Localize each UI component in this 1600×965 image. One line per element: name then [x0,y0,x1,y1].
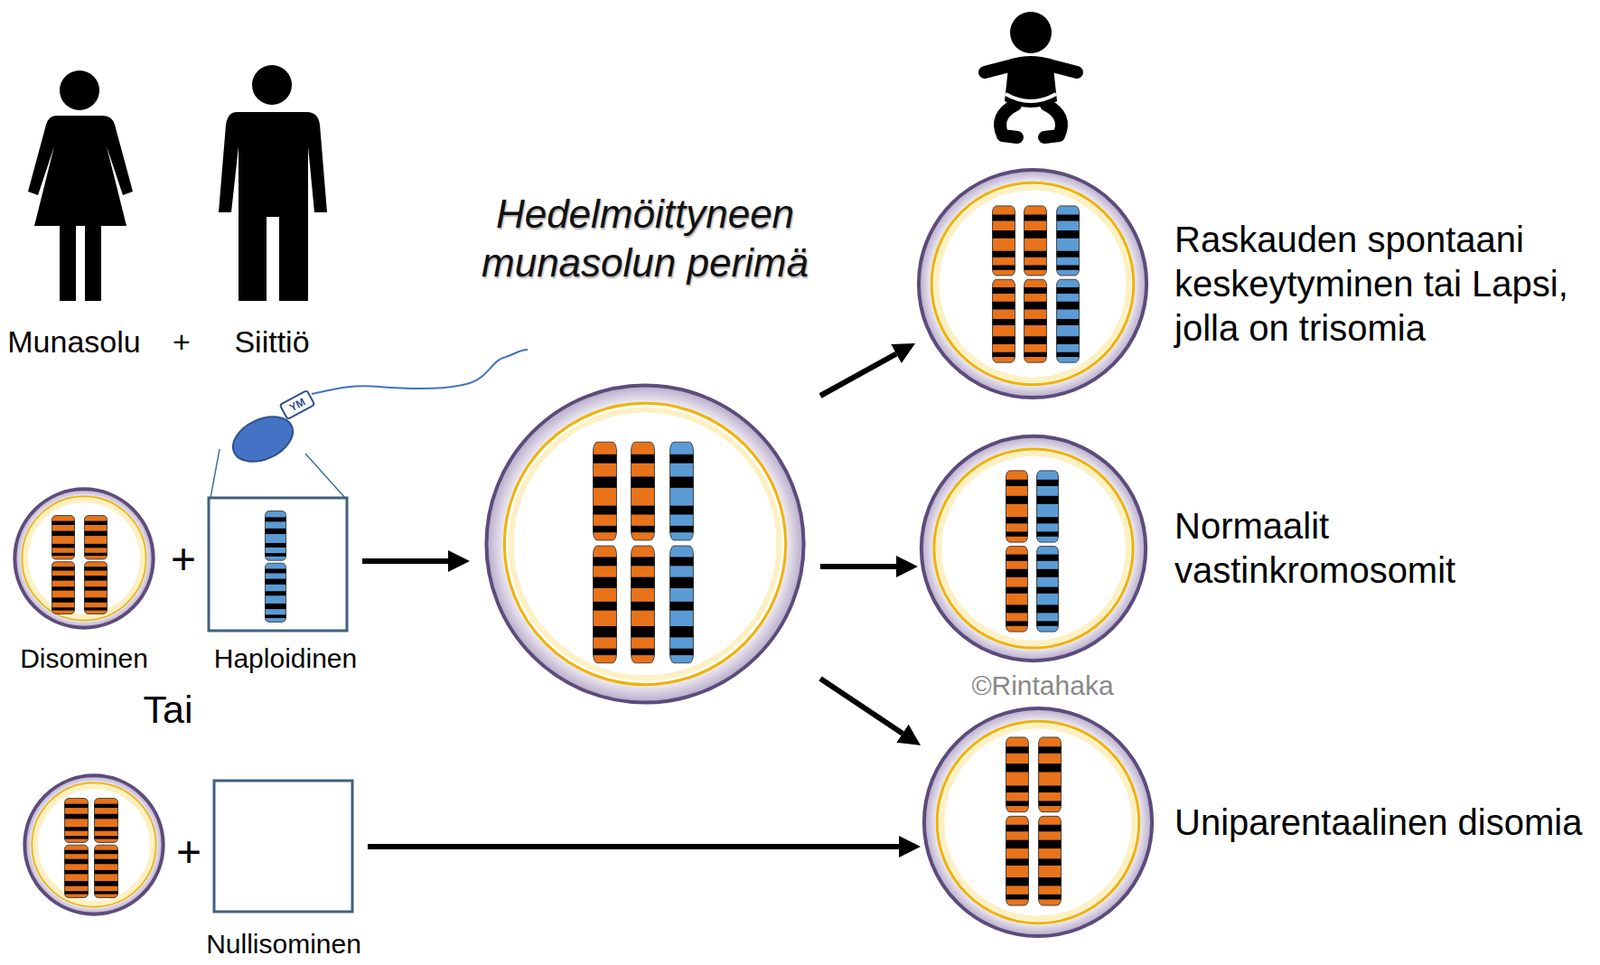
label-holder: YM [287,395,308,415]
baby-head [1010,11,1052,54]
arrow-connector [362,558,449,564]
baby-diaper [1005,93,1057,102]
or-word: Tai [143,685,194,733]
paternal-chromosome [1037,470,1059,632]
nullisomic-box: Nullisominen [199,780,368,961]
plus-sign: + [170,533,197,586]
cell-name: Munasolu [7,323,141,361]
maternal-chromosome [84,515,108,615]
cell-label: Uniparentaalinen disomia [1174,800,1592,845]
normal-cell: Normaalit vastinkromosomit [917,432,1592,665]
cell-label: Raskauden spontaani keskeytyminen tai La… [1174,217,1592,351]
upd-cell: Uniparentaalinen disomia [920,704,1592,940]
copyright-note: ©Rintahaka [971,669,1114,702]
label-holder: + [176,825,202,879]
paternal-chromosome [1057,205,1080,363]
plus-sign: + [176,825,202,879]
disomic-cell: Disominen [12,486,156,675]
maternal-chromosome [1006,737,1030,906]
cell-label: Nullisominen [205,927,362,961]
maternal-chromosome [593,441,618,664]
label-holder: + [172,323,191,361]
upd-cell [924,708,1152,936]
sperm-illustration [210,349,528,498]
haploid-box [208,497,347,631]
sperm-tail [311,349,528,394]
maternal-chromosome [992,205,1016,363]
label-holder: Siittiö [233,323,309,361]
woman-body [28,115,133,301]
maternal-chromosome [52,515,75,615]
maternal-chromosome [1038,737,1062,906]
haploid-box: Haploidinen [208,497,363,675]
man-head [252,65,292,105]
maternal-chromosome [65,798,89,899]
trisomy-cell [918,169,1147,398]
label-holder: Munasolu [7,323,141,361]
maternal-chromosome [1006,470,1029,632]
arrow-connector [820,354,897,396]
plus-sign: + [172,323,191,361]
zygote-cell [486,384,804,702]
disomic-cell [24,775,163,914]
paternal-chromosome [670,441,694,664]
paternal-chromosome [265,511,287,623]
nullisomic-box [214,780,353,912]
cell-label: Haploidinen [214,642,357,675]
label-holder: Tai [143,685,194,733]
baby-legs [1000,104,1062,138]
sperm-tag [280,390,315,420]
label-holder: ©Rintahaka [971,669,1114,702]
maternal-chromosome [94,798,119,899]
arrow-connector [820,678,903,734]
arrow-connector [820,563,897,570]
chromosomes [52,205,1080,906]
woman-head [59,70,100,111]
cell-name: Siittiö [233,323,309,361]
baby-arms [984,65,1077,73]
label-holder: + [170,533,197,586]
man-icon [218,65,328,301]
trisomy-cell: Raskauden spontaani keskeytyminen tai La… [915,166,1592,402]
disomic-cell [14,488,153,627]
zygote-cell: Hedelmöittyneen munasolun perimä [469,189,821,708]
cell-heading: Hedelmöittyneen munasolun perimä [469,189,821,288]
woman-icon [28,70,133,301]
cell-label: Normaalit vastinkromosomit [1174,504,1592,593]
man-body [218,112,328,301]
maternal-chromosome [631,441,655,664]
maternal-chromosome [1024,205,1048,363]
baby-icon [984,11,1077,138]
arrow-connector [367,843,899,850]
sperm-tag-text: YM [287,395,308,415]
cell-label: Disominen [19,642,149,675]
normal-cell [921,436,1146,661]
zoom-lines [210,449,346,498]
